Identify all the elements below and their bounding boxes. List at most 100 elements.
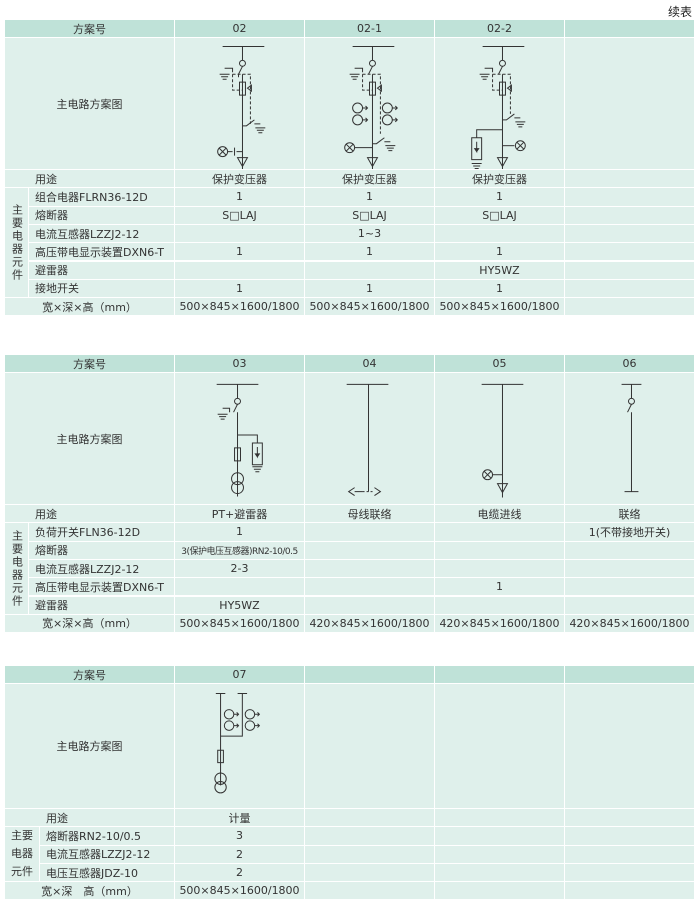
diagram-label: 主电路方案图 <box>5 373 175 505</box>
component-name: 电压互感器JDZ-10 <box>40 863 175 883</box>
component-value: 2 <box>175 845 305 864</box>
component-value <box>175 261 305 280</box>
component-value <box>565 827 695 846</box>
component-value: HY5WZ <box>175 596 305 615</box>
component-name: 熔断器 <box>29 206 175 225</box>
usage-value: 母线联络 <box>305 505 435 524</box>
component-value <box>305 578 435 597</box>
scheme-number <box>435 666 565 684</box>
scheme-number-label: 方案号 <box>5 20 175 38</box>
circuit-diagram-svg <box>435 38 564 170</box>
component-value: 1 <box>435 243 565 262</box>
component-value <box>305 261 435 280</box>
size-value: 500×845×1600/1800 <box>175 298 305 317</box>
component-value: S□LAJ <box>305 206 435 225</box>
component-value: 2-3 <box>175 559 305 579</box>
size-label: 宽×深×高（mm） <box>5 298 175 317</box>
circuit-diagram-svg <box>305 38 434 170</box>
circuit-diagram-svg <box>435 373 564 505</box>
component-value: 1 <box>435 578 565 597</box>
circuit-diagram <box>435 373 565 505</box>
component-name: 电流互感器LZZJ2-12 <box>29 224 175 244</box>
component-value: 1(不带接地开关) <box>565 523 695 542</box>
component-value <box>565 224 695 244</box>
scheme-number-label: 方案号 <box>5 355 175 373</box>
circuit-diagram <box>175 373 305 505</box>
component-value <box>565 559 695 579</box>
usage-label: 用途 <box>5 170 175 189</box>
component-name: 高压带电显示装置DXN6-T <box>29 243 175 262</box>
circuit-diagram <box>305 684 435 809</box>
circuit-diagram <box>305 38 435 170</box>
component-name: 组合电器FLRN36-12D <box>29 188 175 207</box>
circuit-diagram <box>175 684 305 809</box>
usage-label: 用途 <box>5 809 175 828</box>
scheme-number: 02-1 <box>305 20 435 38</box>
circuit-diagram <box>435 38 565 170</box>
component-value <box>565 243 695 262</box>
component-value: 1 <box>175 243 305 262</box>
size-value: 500×845×1600/1800 <box>305 298 435 317</box>
usage-value: 计量 <box>175 809 305 828</box>
component-value: 2 <box>175 863 305 883</box>
component-name: 电流互感器LZZJ2-12 <box>40 845 175 864</box>
component-value: 1 <box>175 279 305 299</box>
scheme-number <box>565 666 695 684</box>
usage-value: 电缆进线 <box>435 505 565 524</box>
component-value: 1 <box>435 188 565 207</box>
component-value <box>565 188 695 207</box>
circuit-diagram-svg <box>175 684 304 809</box>
component-value <box>565 261 695 280</box>
component-value: 1 <box>305 243 435 262</box>
usage-value: 保护变压器 <box>305 170 435 189</box>
component-value: S□LAJ <box>435 206 565 225</box>
component-value <box>435 541 565 560</box>
circuit-diagram-svg <box>305 373 434 505</box>
component-name: 电流互感器LZZJ2-12 <box>29 559 175 579</box>
circuit-diagram <box>565 684 695 809</box>
scheme-number <box>565 20 695 38</box>
component-group-label: 主要电器元件 <box>5 188 29 299</box>
scheme-number: 05 <box>435 355 565 373</box>
component-value <box>435 559 565 579</box>
usage-value: 保护变压器 <box>175 170 305 189</box>
scheme-number: 02-2 <box>435 20 565 38</box>
circuit-diagram-svg <box>565 373 694 505</box>
component-value <box>175 224 305 244</box>
component-value <box>565 279 695 299</box>
scheme-number: 03 <box>175 355 305 373</box>
component-value: 3(保护电压互感器)RN2-10/0.5 <box>175 541 305 560</box>
component-name: 接地开关 <box>29 279 175 299</box>
component-value: 1 <box>305 188 435 207</box>
component-value <box>305 827 435 846</box>
component-name: 熔断器RN2-10/0.5 <box>40 827 175 846</box>
component-value: 1 <box>175 188 305 207</box>
size-value <box>305 882 435 901</box>
component-value: 1 <box>305 279 435 299</box>
size-value: 500×845×1600/1800 <box>175 882 305 901</box>
circuit-diagram <box>435 684 565 809</box>
size-value <box>435 882 565 901</box>
component-name: 熔断器 <box>29 541 175 560</box>
component-value: 1~3 <box>305 224 435 244</box>
size-value: 420×845×1600/1800 <box>435 614 565 634</box>
component-value <box>305 596 435 615</box>
size-value: 500×845×1600/1800 <box>175 614 305 634</box>
size-label: 宽×深×高（mm） <box>5 614 175 634</box>
size-value: 500×845×1600/1800 <box>435 298 565 317</box>
component-value <box>435 845 565 864</box>
size-value <box>565 298 695 317</box>
size-value: 420×845×1600/1800 <box>305 614 435 634</box>
usage-value <box>435 809 565 828</box>
component-value <box>305 559 435 579</box>
usage-value <box>305 809 435 828</box>
component-value <box>305 523 435 542</box>
component-name: 高压带电显示装置DXN6-T <box>29 578 175 597</box>
component-value: S□LAJ <box>175 206 305 225</box>
usage-value <box>565 170 695 189</box>
circuit-diagram <box>565 373 695 505</box>
component-value <box>565 541 695 560</box>
component-name: 避雷器 <box>29 261 175 280</box>
component-value <box>565 578 695 597</box>
component-value <box>435 523 565 542</box>
